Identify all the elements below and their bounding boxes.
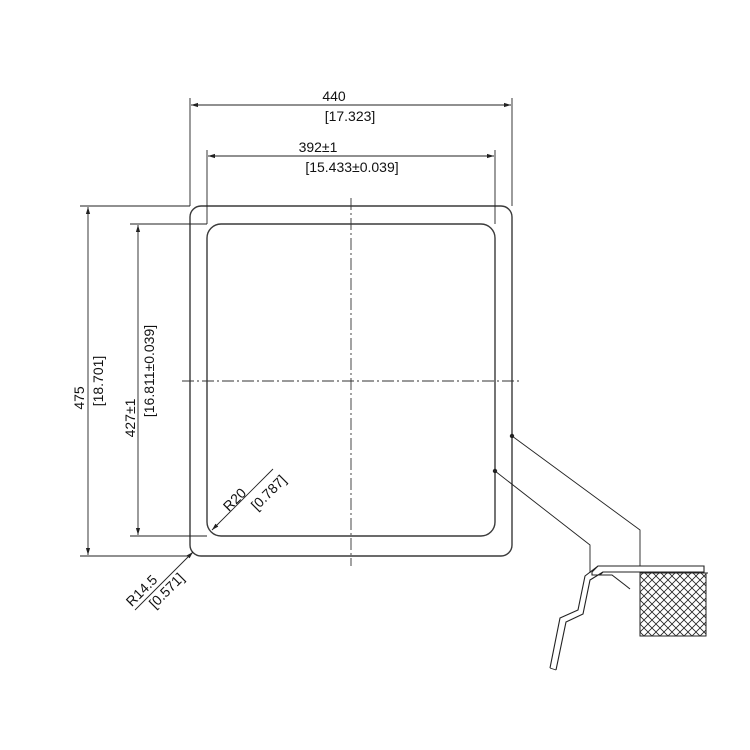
- inner-radius-inch: [0.787]: [248, 472, 290, 514]
- countertop-section: [639, 572, 707, 637]
- dimension-outer-radius: R14.5 [0.571]: [123, 551, 194, 611]
- section-detail-leader: [492, 433, 641, 573]
- dimension-outer-width: 440 [17.323]: [189, 88, 513, 206]
- inner-width-inch: [15.433±0.039]: [305, 159, 398, 175]
- section-detail: [549, 565, 708, 671]
- outer-width-inch: [17.323]: [325, 108, 376, 124]
- inner-height-value: 427±1: [122, 398, 138, 437]
- inner-height-inch: [16.811±0.039]: [141, 325, 157, 417]
- dimension-inner-width: 392±1 [15.433±0.039]: [206, 139, 496, 224]
- outer-height-value: 475: [71, 386, 87, 410]
- sink-wall-profile: [549, 565, 631, 671]
- outer-height-inch: [18.701]: [90, 356, 106, 407]
- inner-radius-value: R20: [220, 485, 250, 515]
- dimension-inner-radius: R20 [0.787]: [211, 468, 290, 531]
- outer-width-value: 440: [322, 88, 346, 104]
- dimension-outer-height: 475 [18.701]: [71, 205, 190, 557]
- dimension-inner-height: 427±1 [16.811±0.039]: [122, 223, 207, 537]
- inner-width-value: 392±1: [299, 139, 338, 155]
